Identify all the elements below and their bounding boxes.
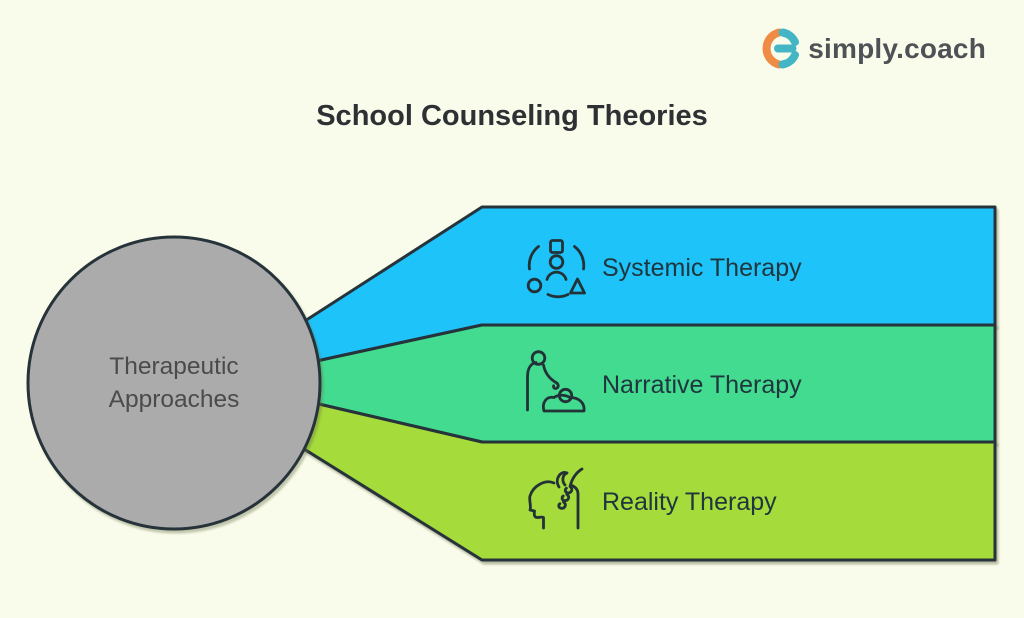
brand-logo-text: simply.coach xyxy=(808,32,986,64)
branch-label-reality-therapy: Reality Therapy xyxy=(602,488,777,516)
hub-circle xyxy=(26,235,322,531)
logo-teal-crescent xyxy=(774,28,800,69)
branch-label-systemic-therapy: Systemic Therapy xyxy=(602,254,802,282)
simply-coach-logo-icon xyxy=(762,28,800,69)
logo-orange-crescent xyxy=(762,28,784,69)
page-title: School Counseling Theories xyxy=(316,100,708,132)
person-comforting-icon xyxy=(526,350,586,413)
branch-label-narrative-therapy: Narrative Therapy xyxy=(602,371,802,399)
brand-logo: simply.coach xyxy=(754,26,986,71)
hub-label: Therapeutic Approaches xyxy=(54,350,294,416)
person-with-shapes-icon xyxy=(526,239,586,299)
hub-label-line1: Therapeutic xyxy=(109,353,239,380)
hand-grasping-mind-icon xyxy=(528,467,584,530)
hub-label-line2: Approaches xyxy=(108,386,240,413)
